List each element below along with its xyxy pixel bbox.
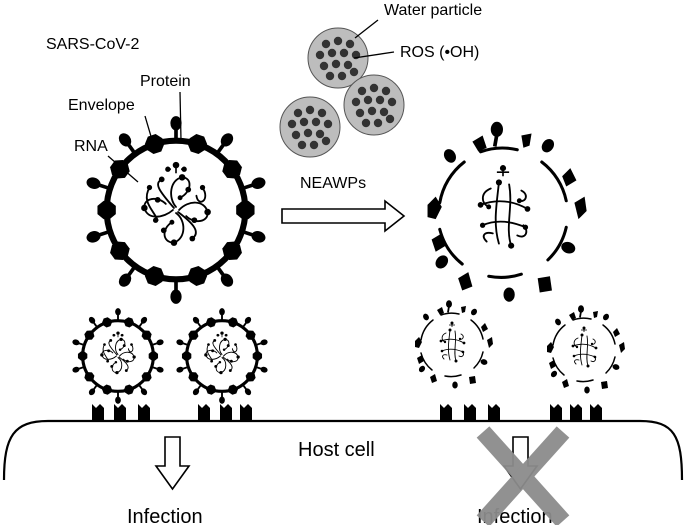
- water-particles: [279, 27, 405, 158]
- host-cell-label: Host cell: [298, 439, 375, 461]
- host-cell-membrane: [2, 419, 684, 481]
- water-particle-3: [343, 74, 405, 136]
- intact-virus-small-1: [71, 308, 165, 404]
- water-particle-label: Water particle: [384, 2, 482, 19]
- protein-label: Protein: [140, 73, 191, 90]
- water-particle-1: [307, 27, 369, 89]
- intact-virus-small-2: [175, 308, 269, 404]
- virus-membrane-proteins: [97, 132, 255, 288]
- virus-rna: [140, 160, 212, 247]
- infection-label-left: Infection: [127, 506, 203, 525]
- virus-name-label: SARS-CoV-2: [46, 36, 139, 53]
- water-particle-2: [279, 96, 341, 158]
- damaged-virus-large: [425, 120, 589, 304]
- damaged-virus-small-1: [414, 299, 494, 390]
- ros-dots: [351, 83, 397, 128]
- host-cell-receptors: [92, 404, 602, 421]
- virus-envelope: [103, 137, 249, 283]
- ros-dots: [287, 105, 333, 150]
- water-pointers: [353, 19, 395, 59]
- infection-arrow-left: [154, 436, 191, 491]
- damaged-virus-small-2: [546, 304, 626, 395]
- rna-label: RNA: [74, 138, 108, 155]
- intact-virus-large: [85, 116, 267, 304]
- ros-label: ROS (•OH): [400, 44, 479, 61]
- neawps-label: NEAWPs: [300, 175, 366, 192]
- envelope-label: Envelope: [68, 97, 135, 114]
- treatment-arrow: [281, 199, 406, 233]
- blocked-cross-icon: [476, 426, 570, 525]
